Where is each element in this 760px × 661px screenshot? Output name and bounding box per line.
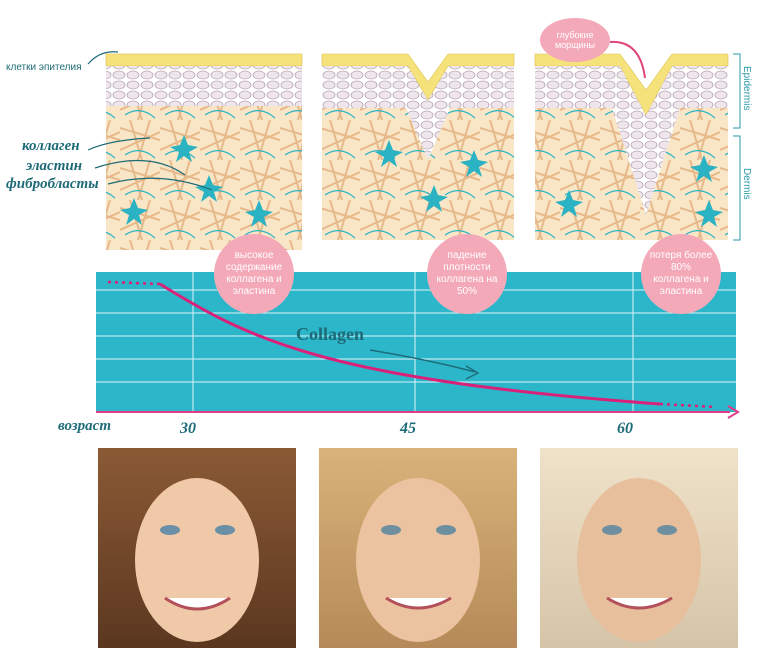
skin-section-older: [534, 53, 729, 240]
deep-wrinkles-bubble: глубокие морщины: [540, 18, 610, 62]
collagen-curve-dotted-start: [107, 280, 161, 286]
bubble-collagen-drop: падение плотности коллагена на 50%: [427, 234, 507, 314]
age-45: 45: [400, 420, 416, 437]
epithelium-label: клетки эпителия: [6, 62, 82, 73]
collagen-curve-label: Collagen: [296, 324, 365, 344]
photo-middle-aged-woman: [319, 448, 517, 648]
epidermis-bracket: [733, 53, 741, 129]
dermis-bracket: [733, 135, 741, 241]
collagen-label-arrow: [369, 349, 476, 373]
elastin-label: эластин: [26, 158, 83, 174]
skin-section-young: [105, 53, 303, 250]
wrinkle-arrow: [609, 40, 646, 79]
photo-older-woman: [540, 448, 738, 648]
epidermis-label: Epidermis: [741, 66, 752, 111]
bubble-high-collagen: высокое содержание коллагена и эластина: [214, 234, 294, 314]
photo-young-woman: [98, 448, 296, 648]
collagen-curve: [159, 282, 661, 406]
collagen-label-arrowhead: [465, 365, 480, 380]
chart-background: [96, 272, 736, 412]
dermis-label: Dermis: [741, 168, 752, 200]
age-30: 30: [180, 420, 196, 437]
age-axis-label: возраст: [58, 418, 111, 434]
age-axis-arrow: [727, 405, 740, 419]
collagen-label: коллаген: [22, 138, 80, 154]
label-arrows: [87, 51, 213, 191]
fibroblasts-label: фибробласты: [6, 176, 99, 192]
age-60: 60: [617, 420, 633, 437]
skin-section-middle: [321, 53, 515, 240]
collagen-curve-dotted-end: [659, 402, 716, 409]
bubble-collagen-loss: потеря более 80% коллагена и эластина: [641, 234, 721, 314]
